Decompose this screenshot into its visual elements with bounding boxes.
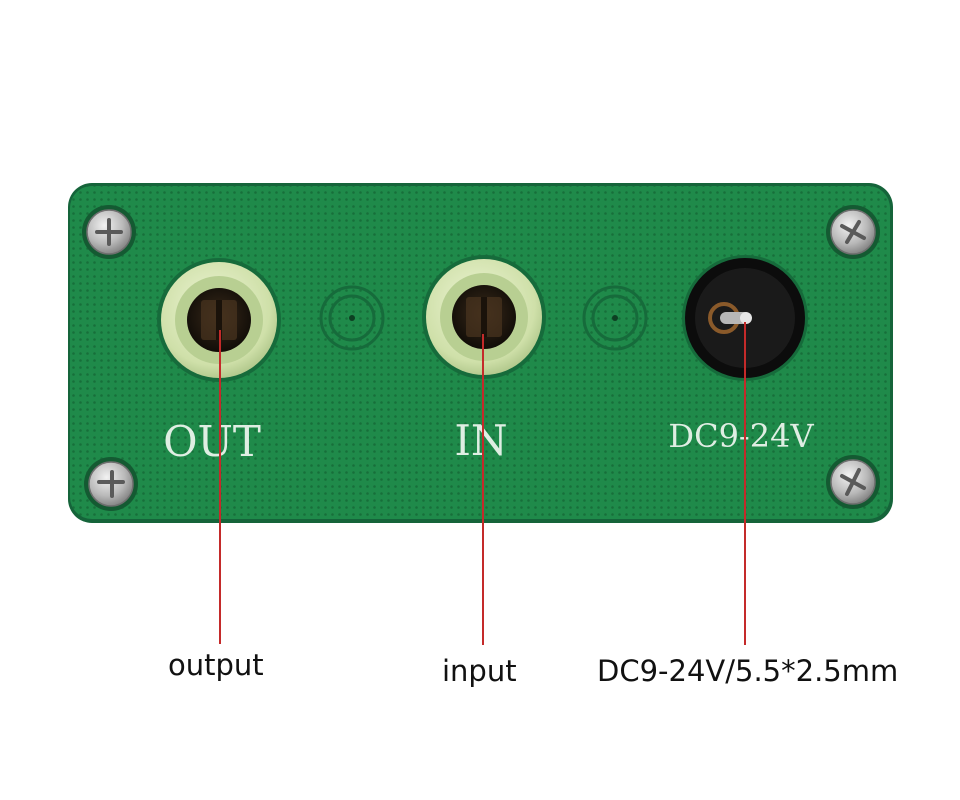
led-ring-left-icon [319, 285, 385, 351]
silkscreen-power-label: DC9-24V [668, 417, 814, 455]
input-jack [422, 255, 546, 379]
callout-power-label: DC9-24V/5.5*2.5mm [597, 654, 899, 688]
silkscreen-in-label: IN [454, 416, 507, 465]
screw-top-right-icon [826, 205, 880, 259]
dc-power-jack [682, 255, 808, 381]
callout-input-label: input [442, 654, 517, 688]
callout-output-label: output [168, 648, 264, 682]
screw-top-left-icon [82, 205, 136, 259]
screw-bottom-left-icon [84, 457, 138, 511]
screw-bottom-right-icon [826, 455, 880, 509]
silkscreen-out-label: OUT [163, 417, 261, 466]
led-ring-right-icon [582, 285, 648, 351]
output-jack [157, 258, 281, 382]
